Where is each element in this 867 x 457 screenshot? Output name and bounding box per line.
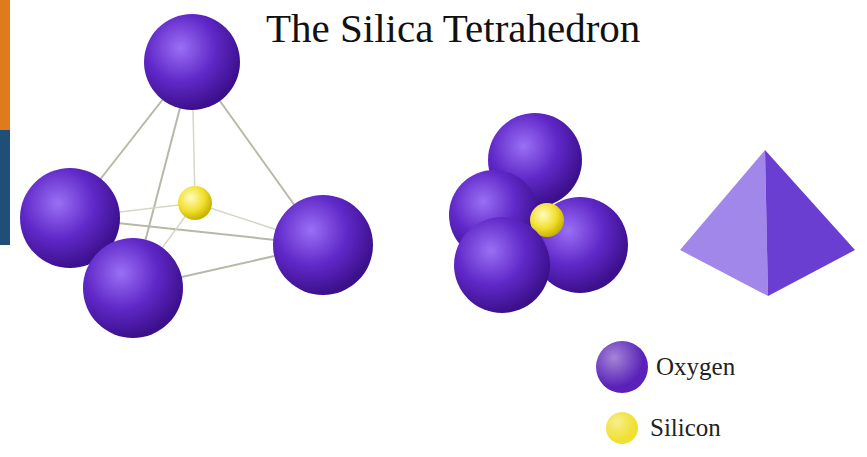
diagram-title: The Silica Tetrahedron: [266, 4, 640, 52]
slide-edge: [0, 130, 10, 245]
open-tetrahedron-atoms: [20, 14, 373, 338]
packed-tetrahedron: [449, 113, 628, 313]
legend-label: Silicon: [650, 414, 721, 442]
tetrahedron-solid: [680, 150, 855, 296]
legend-label: Oxygen: [656, 353, 735, 381]
legend-entry: Oxygen: [596, 341, 735, 393]
legend-swatch: [596, 341, 648, 393]
legend-swatch: [606, 412, 638, 444]
slide-edge: [0, 0, 10, 130]
legend-entry: Silicon: [606, 412, 721, 444]
